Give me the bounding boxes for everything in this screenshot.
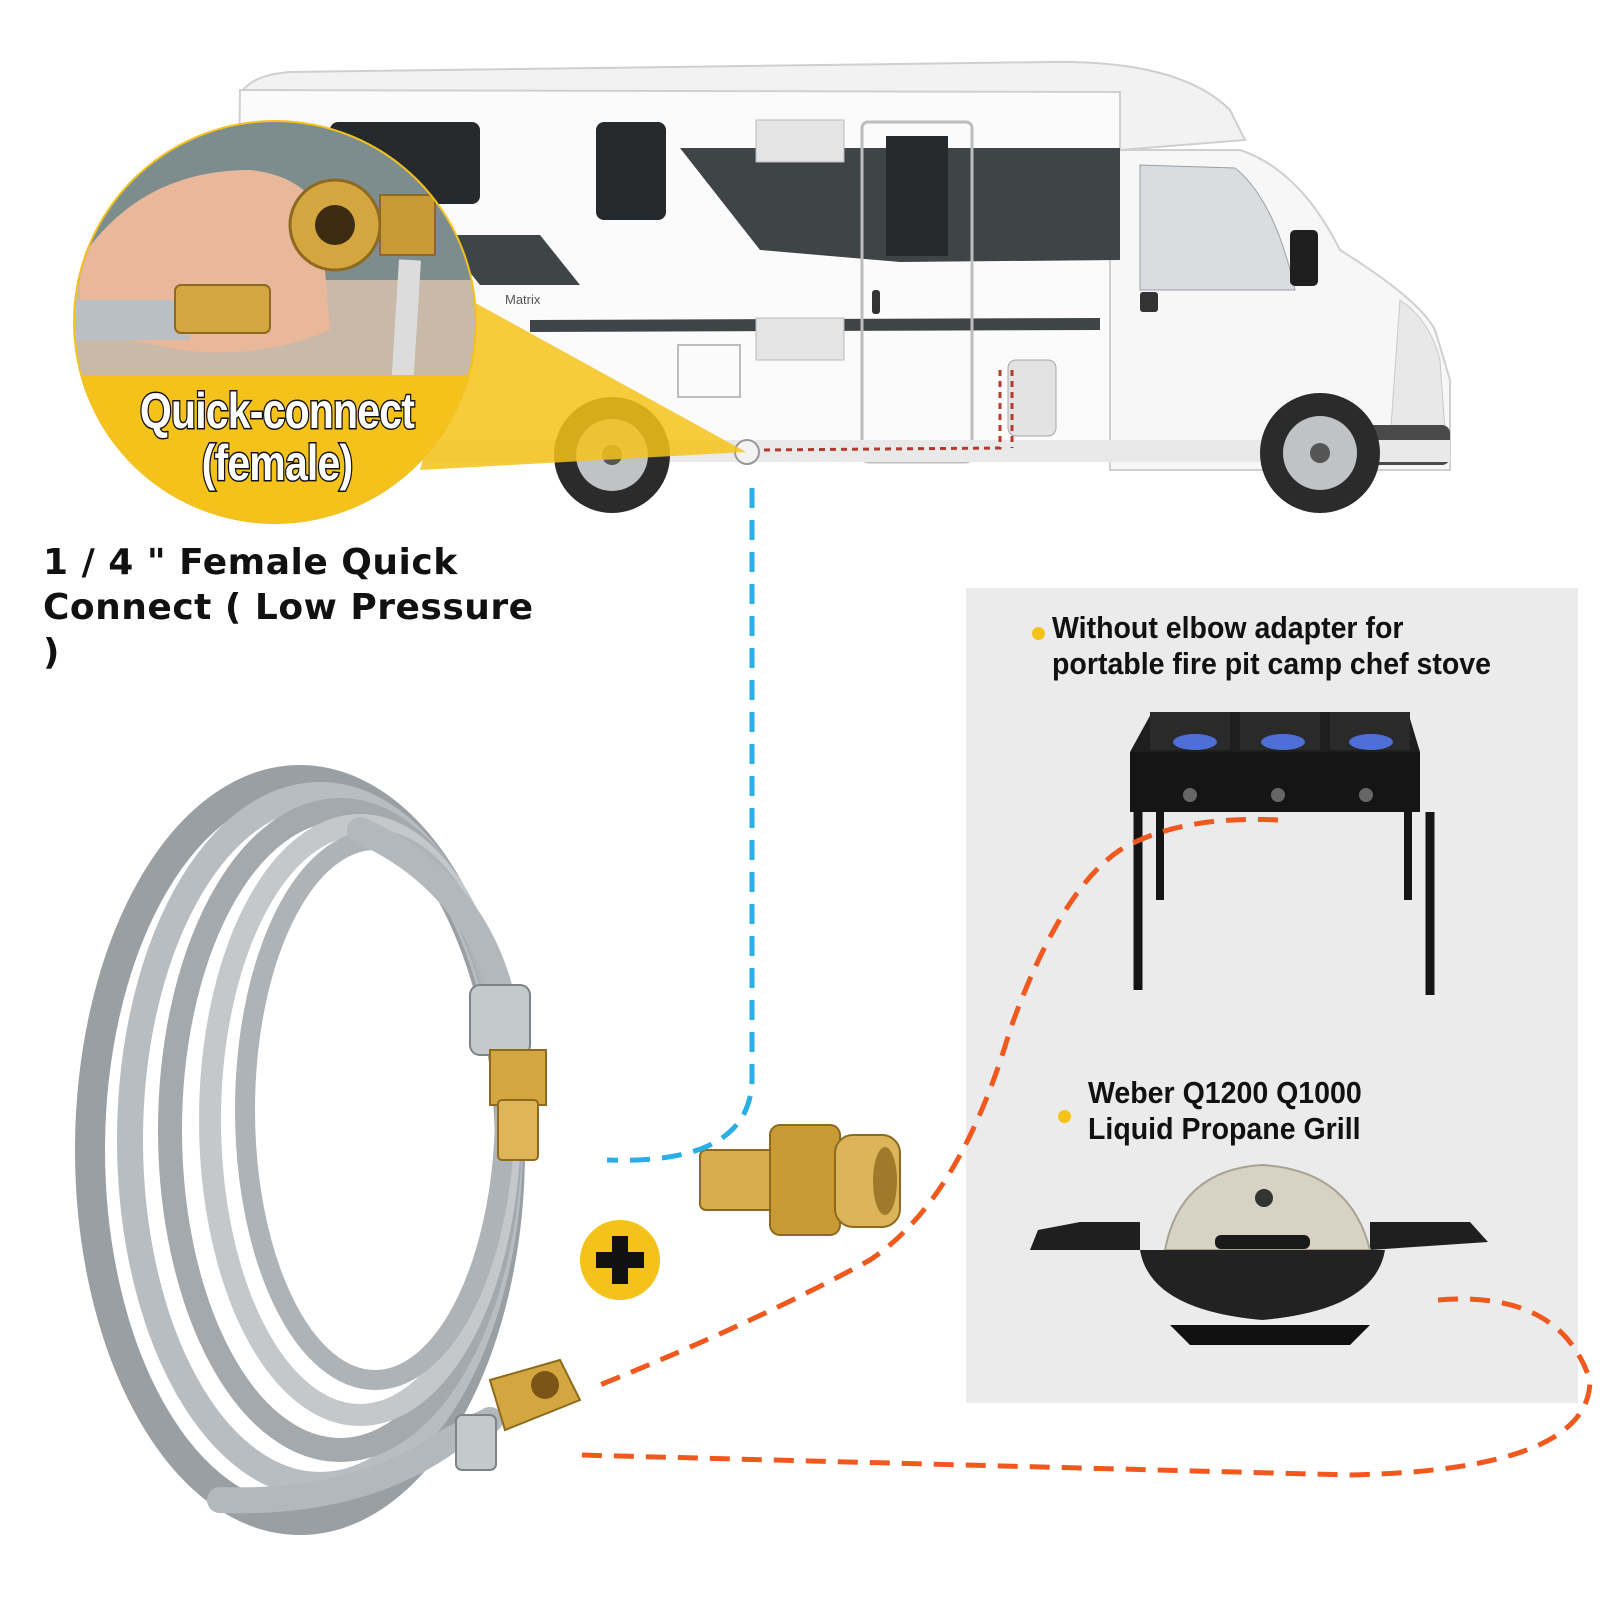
motorhome-badge: Matrix (505, 292, 541, 307)
quick-connect-caption-line2: Connect ( Low Pressure ) (43, 587, 534, 673)
quick-connect-caption: 1 / 4 " Female Quick Connect ( Low Press… (43, 540, 563, 675)
stove-bullet-icon (1032, 627, 1045, 640)
grill-label: Weber Q1200 Q1000 Liquid Propane Grill (1088, 1075, 1438, 1147)
quick-connect-label-line2: (female) (200, 435, 354, 491)
grill-label-line2: Liquid Propane Grill (1088, 1111, 1361, 1146)
orange-dashed-line-stove (599, 816, 1279, 1388)
quick-connect-caption-line1: 1 / 4 " Female Quick (43, 542, 458, 583)
quick-connect-label: Quick-connect (female) (125, 383, 428, 491)
stove-label-line1: Without elbow adapter for (1052, 610, 1404, 645)
stove-label-line2: portable fire pit camp chef stove (1052, 646, 1491, 681)
orange-dashed-line-grill (579, 1296, 1593, 1478)
grill-label-line1: Weber Q1200 Q1000 (1088, 1075, 1362, 1110)
stove-label: Without elbow adapter for portable fire … (1052, 610, 1521, 682)
grill-bullet-icon (1058, 1110, 1071, 1123)
quick-connect-label-line1: Quick-connect (139, 383, 416, 439)
blue-dashed-line (606, 488, 755, 1163)
